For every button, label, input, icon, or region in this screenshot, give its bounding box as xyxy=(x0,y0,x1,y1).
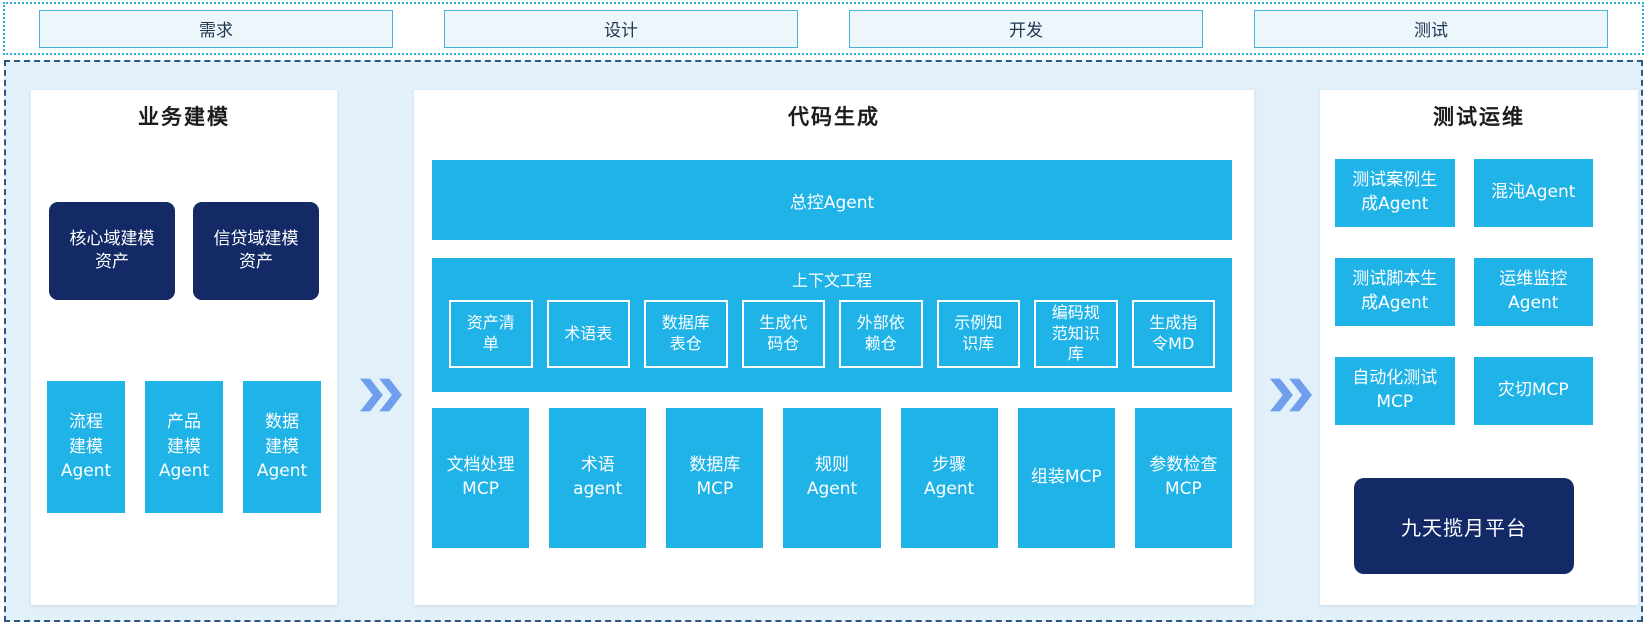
panel-code-generation: 代码生成 总控Agent 上下文工程 资产清单 术语表 数据库表仓 生成代码仓 … xyxy=(414,90,1254,605)
rule-agent: 规则Agent xyxy=(783,408,881,548)
phase-requirements: 需求 xyxy=(39,9,393,48)
master-control-agent: 总控Agent xyxy=(432,160,1232,240)
data-modeling-agent: 数据建模Agent xyxy=(243,381,321,513)
context-engineering-label: 上下文工程 xyxy=(791,271,872,290)
modeling-agent-row: 流程建模Agent 产品建模Agent 数据建模Agent xyxy=(31,381,337,513)
param-check-mcp: 参数检查MCP xyxy=(1134,408,1232,548)
assembly-mcp: 组装MCP xyxy=(1017,408,1115,548)
terminology-agent: 术语agent xyxy=(549,408,647,548)
context-item-generation-instruction-md: 生成指令MD xyxy=(1131,300,1215,368)
test-ops-grid: 测试案例生成Agent 混沌Agent 测试脚本生成Agent 运维监控Agen… xyxy=(1335,159,1593,425)
asset-credit-domain: 信贷域建模资产 xyxy=(193,202,319,300)
context-item-asset-list: 资产清单 xyxy=(449,300,533,368)
phase-design: 设计 xyxy=(444,9,798,48)
asset-core-domain: 核心域建模资产 xyxy=(49,202,175,300)
business-modeling-title: 业务建模 xyxy=(138,105,230,129)
context-item-row: 资产清单 术语表 数据库表仓 生成代码仓 外部依赖仓 示例知识库 编码规范知识库… xyxy=(432,291,1232,368)
process-modeling-agent: 流程建模Agent xyxy=(47,381,125,513)
context-item-db-table-repo: 数据库表仓 xyxy=(644,300,728,368)
pipeline-canvas: 业务建模 核心域建模资产 信贷域建模资产 流程建模Agent 产品建模Agent… xyxy=(4,60,1643,622)
context-item-coding-standard-kb: 编码规范知识库 xyxy=(1034,300,1118,368)
product-modeling-agent: 产品建模Agent xyxy=(145,381,223,513)
step-agent: 步骤Agent xyxy=(900,408,998,548)
context-item-example-kb: 示例知识库 xyxy=(936,300,1020,368)
disaster-switch-mcp: 灾切MCP xyxy=(1473,357,1593,425)
phase-testing: 测试 xyxy=(1254,9,1608,48)
doc-processing-mcp: 文档处理MCP xyxy=(432,408,530,548)
flow-arrow-icon xyxy=(360,378,402,412)
context-engineering-box: 上下文工程 资产清单 术语表 数据库表仓 生成代码仓 外部依赖仓 示例知识库 编… xyxy=(432,258,1232,392)
flow-arrow-icon xyxy=(1270,378,1312,412)
context-item-external-deps-repo: 外部依赖仓 xyxy=(839,300,923,368)
context-item-glossary: 术语表 xyxy=(546,300,630,368)
executor-row: 文档处理MCP 术语agent 数据库MCP 规则Agent 步骤Agent 组… xyxy=(432,408,1232,548)
context-item-generated-code-repo: 生成代码仓 xyxy=(741,300,825,368)
phase-bar: 需求 设计 开发 测试 xyxy=(3,2,1644,55)
database-mcp: 数据库MCP xyxy=(666,408,764,548)
chaos-agent: 混沌Agent xyxy=(1473,159,1593,227)
automated-test-mcp: 自动化测试MCP xyxy=(1335,357,1455,425)
code-generation-title: 代码生成 xyxy=(788,105,880,129)
panel-business-modeling: 业务建模 核心域建模资产 信贷域建模资产 流程建模Agent 产品建模Agent… xyxy=(31,90,337,605)
test-script-gen-agent: 测试脚本生成Agent xyxy=(1335,258,1455,326)
jiutian-lanyue-platform: 九天揽月平台 xyxy=(1354,478,1574,574)
phase-development: 开发 xyxy=(849,9,1203,48)
ops-monitoring-agent: 运维监控Agent xyxy=(1473,258,1593,326)
test-case-gen-agent: 测试案例生成Agent xyxy=(1335,159,1455,227)
panel-test-ops: 测试运维 测试案例生成Agent 混沌Agent 测试脚本生成Agent 运维监… xyxy=(1320,90,1638,605)
test-ops-title: 测试运维 xyxy=(1433,105,1525,129)
asset-row: 核心域建模资产 信贷域建模资产 xyxy=(31,202,337,300)
